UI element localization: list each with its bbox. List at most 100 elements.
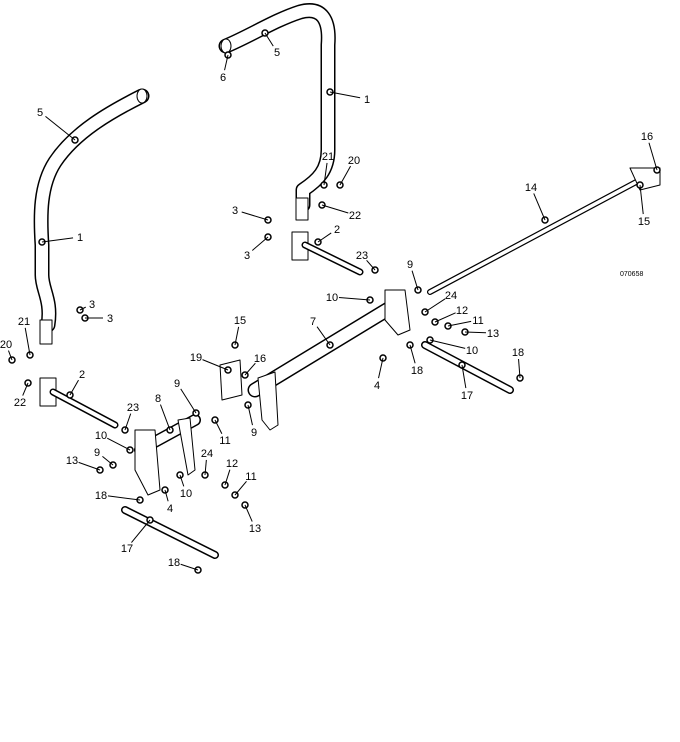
callout-label: 3 — [244, 250, 250, 262]
callout-label: 2 — [79, 369, 85, 381]
callout-label: 1 — [77, 232, 83, 244]
callout-label: 10 — [466, 345, 478, 357]
leader-line — [339, 165, 352, 186]
leader-line — [224, 54, 229, 71]
leader-line — [7, 350, 13, 361]
leader-line — [323, 162, 328, 186]
shaft-7 — [247, 297, 403, 398]
callout-label: 15 — [234, 315, 246, 327]
callout-label: 15 — [638, 216, 650, 228]
leader-line — [202, 359, 229, 371]
callout-label: 21 — [322, 151, 334, 163]
leader-line — [424, 298, 446, 313]
leader-line — [461, 364, 467, 389]
callout-label: 20 — [0, 339, 12, 351]
callout-label: 11 — [472, 315, 483, 327]
callout-label: 13 — [66, 455, 78, 467]
callout-label: 14 — [525, 182, 537, 194]
callout-label: 1 — [364, 94, 370, 106]
leader-line — [45, 115, 76, 141]
leader-line — [329, 91, 361, 99]
leader-line — [234, 326, 240, 346]
leader-line — [639, 184, 644, 215]
callout-label: 23 — [127, 402, 139, 414]
leader-line — [159, 404, 171, 431]
callout-label: 4 — [374, 380, 380, 392]
callout-label: 9 — [251, 427, 257, 439]
callout-label: 6 — [220, 72, 226, 84]
callout-label: 10 — [180, 488, 192, 500]
leader-line — [107, 495, 141, 501]
callout-label: 9 — [407, 259, 413, 271]
figure-id: 070658 — [620, 271, 643, 278]
handle-mount-right — [295, 197, 309, 221]
leader-line — [321, 204, 349, 214]
leader-line — [264, 32, 274, 47]
leader-line — [180, 388, 197, 414]
leader-line — [378, 357, 384, 379]
leader-line — [241, 211, 269, 221]
leader-line — [204, 459, 207, 476]
callout-label: 11 — [219, 435, 230, 447]
callout-label: 13 — [249, 523, 261, 535]
leader-line — [366, 259, 376, 271]
lever-plate-right — [384, 289, 411, 336]
pivot-bracket-2-right — [291, 231, 364, 276]
callout-label: 12 — [226, 458, 238, 470]
leader-line — [41, 237, 74, 243]
leader-line — [102, 456, 114, 466]
leader-line — [464, 331, 487, 334]
callout-label: 16 — [254, 353, 266, 365]
callout-label: 11 — [245, 471, 256, 483]
leader-line — [69, 379, 79, 396]
leader-line — [533, 193, 546, 221]
callout-label: 4 — [167, 503, 173, 515]
pivot-bracket-2-left — [39, 377, 119, 429]
leader-line — [79, 306, 86, 311]
callout-label: 12 — [456, 305, 468, 317]
callout-label: 24 — [201, 448, 213, 460]
leader-line — [648, 142, 658, 171]
leader-line — [78, 461, 101, 471]
leader-line — [224, 469, 231, 486]
callout-label: 19 — [190, 352, 202, 364]
leader-line — [338, 297, 371, 301]
leader-line — [24, 327, 31, 356]
right-control-handle — [218, 3, 336, 213]
lever-plate-left — [134, 429, 161, 496]
callout-label: 22 — [14, 397, 26, 409]
bracket-19 — [219, 359, 243, 401]
lever-arm-8 — [177, 417, 196, 476]
callout-label: 17 — [121, 543, 133, 555]
callout-label: 20 — [348, 155, 360, 167]
leader-line — [316, 326, 331, 346]
callout-label: 3 — [107, 313, 113, 325]
damper-17-right — [421, 341, 514, 394]
callout-label: 9 — [174, 378, 180, 390]
lever-arm-center — [257, 371, 279, 431]
damper-17-left — [121, 506, 219, 559]
callout-label: 3 — [232, 205, 238, 217]
left-control-handle — [33, 88, 150, 333]
callout-label: 17 — [461, 390, 473, 402]
leader-line — [124, 413, 132, 431]
callout-label: 10 — [326, 292, 338, 304]
leader-line — [164, 489, 169, 502]
callout-label: 18 — [95, 490, 107, 502]
leader-line — [214, 419, 223, 434]
callout-label: 8 — [155, 393, 161, 405]
leader-line — [244, 362, 256, 376]
callout-label: 2 — [334, 224, 340, 236]
leader-line — [411, 270, 419, 291]
callout-label: 21 — [18, 316, 30, 328]
callout-label: 16 — [641, 131, 653, 143]
leader-line — [434, 312, 456, 323]
leader-line — [247, 404, 253, 426]
leader-line — [106, 437, 131, 451]
callout-label: 24 — [445, 290, 457, 302]
callout-label: 18 — [512, 347, 524, 359]
callout-label: 5 — [37, 107, 43, 119]
leader-line — [244, 504, 253, 522]
